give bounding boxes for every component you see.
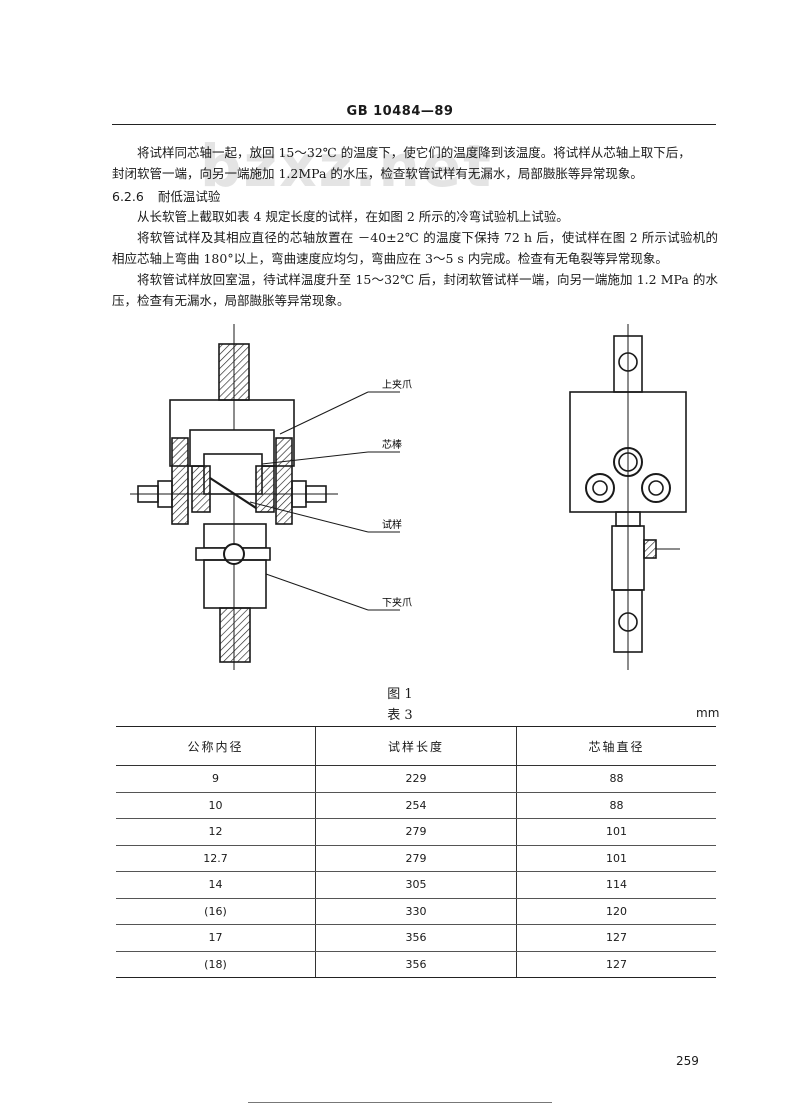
table-cell: 12 [116, 818, 316, 846]
paragraph-intro: 将试样同芯轴一起，放回 15～32℃ 的温度下，使它们的温度降到该温度。将试样从… [112, 142, 718, 184]
table-cell: 10 [116, 792, 316, 819]
table-cell: (16) [116, 898, 316, 925]
label-specimen: 试样 [382, 518, 402, 531]
table-cell: 9 [116, 765, 316, 793]
table-caption: 表 3 [387, 708, 413, 723]
figure-caption: 图 1 [387, 687, 413, 702]
table-cell: 101 [516, 818, 716, 846]
col-specimen-length: 试样长度 [314, 726, 517, 766]
table-cell: 356 [314, 951, 517, 978]
table-cell: 305 [314, 871, 517, 899]
table-cell: 127 [516, 951, 716, 978]
table-cell: 120 [516, 898, 716, 925]
table-cell: 14 [116, 871, 316, 899]
table-cell: 279 [314, 818, 517, 846]
upper-rod [218, 343, 250, 401]
label-lower-clamp: 下夹爪 [382, 596, 412, 609]
table-cell: 254 [314, 792, 517, 819]
label-upper-clamp: 上夹爪 [382, 378, 412, 391]
table-header-row: 公称内径 试样长度 芯轴直径 [116, 726, 716, 766]
section-number: 6.2.6 [112, 189, 144, 204]
paragraph-intro-line1: 将试样同芯轴一起，放回 15～32℃ 的温度下，使它们的温度降到该温度。将试样从… [137, 145, 691, 160]
section-title: 耐低温试验 [157, 189, 221, 204]
table-cell: 279 [314, 845, 517, 872]
section-paragraph-3: 将软管试样放回室温，待试样温度升至 15～32℃ 后，封闭软管试样一端，向另一端… [112, 272, 718, 308]
mandrel-block [203, 453, 263, 495]
table-unit: mm [696, 706, 720, 720]
paragraph-intro-line2: 封闭软管一端，向另一端施加 1.2MPa 的水压，检查软管试样有无漏水，局部臌胀… [112, 166, 643, 181]
col-mandrel-diameter: 芯轴直径 [516, 726, 716, 766]
bottom-rule [248, 1102, 552, 1103]
watermark-text: bzxz.net [200, 132, 493, 200]
section-paragraph-1: 从长软管上截取如表 4 规定长度的试样，在如图 2 所示的冷弯试验机上试验。 [137, 209, 569, 224]
label-leaders [249, 391, 400, 611]
table-cell: 12.7 [116, 845, 316, 872]
side-view-assembly [569, 324, 687, 670]
section-paragraph-2: 将软管试样及其相应直径的芯轴放置在 －40±2℃ 的温度下保持 72 h 后，使… [112, 230, 718, 266]
side-lower-rod [613, 589, 643, 653]
table-cell: 88 [516, 765, 716, 793]
table-cell: 114 [516, 871, 716, 899]
table-cell: 17 [116, 924, 316, 952]
lower-pivot-pin [223, 543, 245, 565]
table-cell: (18) [116, 951, 316, 978]
table-cell: 127 [516, 924, 716, 952]
table-cell: 330 [314, 898, 517, 925]
table-cell: 229 [314, 765, 517, 793]
section-heading: 6.2.6 耐低温试验 [112, 186, 220, 205]
col-nominal-bore: 公称内径 [116, 726, 316, 766]
lower-rod [219, 607, 251, 663]
label-mandrel: 芯棒 [382, 438, 402, 451]
section-body: 从长软管上截取如表 4 规定长度的试样，在如图 2 所示的冷弯试验机上试验。 将… [112, 206, 718, 311]
figure-1-drawing: 上夹爪 芯棒 试样 下夹爪 [130, 324, 687, 670]
table-cell: 88 [516, 792, 716, 819]
table-cell: 101 [516, 845, 716, 872]
page-number: 259 [676, 1054, 699, 1068]
front-view-assembly [130, 324, 338, 670]
table-cell: 356 [314, 924, 517, 952]
specimen-line [209, 477, 257, 509]
document-header: GB 10484—89 [346, 104, 454, 119]
lower-clamp-body [203, 559, 267, 609]
header-rule [112, 124, 716, 125]
